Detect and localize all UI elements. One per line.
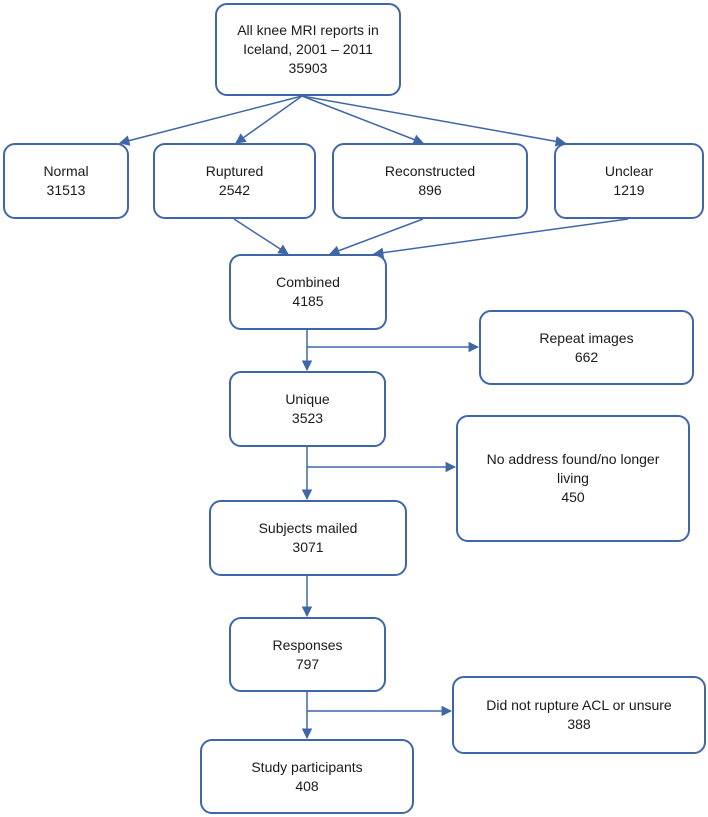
node-unique: Unique 3523: [229, 371, 386, 447]
arrow-reconstructed-to-combined: [329, 218, 424, 256]
arrow-unclear-to-combined: [372, 218, 629, 258]
node-combined-value: 4185: [292, 293, 324, 309]
node-no-address-found: No address found/no longer living 450: [456, 415, 690, 542]
node-normal: Normal 31513: [3, 143, 129, 219]
node-all-knee-mri-reports-value: 35903: [288, 60, 328, 76]
node-normal-label: Normal: [43, 163, 89, 179]
node-unclear: Unclear 1219: [554, 143, 704, 219]
node-reconstructed-value: 896: [418, 182, 442, 198]
node-all-knee-mri-reports-line-2: Iceland, 2001 – 2011: [243, 41, 373, 57]
node-combined: Combined 4185: [229, 254, 387, 330]
node-did-not-rupture-acl-value: 388: [567, 716, 591, 732]
node-subjects-mailed: Subjects mailed 3071: [209, 500, 407, 576]
node-subjects-mailed-value: 3071: [292, 539, 324, 555]
node-no-address-found-line-2: living: [557, 470, 589, 486]
node-repeat-images-label: Repeat images: [539, 329, 634, 346]
node-responses-label: Responses: [272, 636, 343, 653]
node-reconstructed-label: Reconstructed: [384, 163, 476, 179]
node-normal-value: 31513: [46, 182, 86, 198]
node-responses-value: 797: [295, 655, 320, 672]
node-repeat-images: Repeat images 662: [479, 310, 694, 385]
node-unclear-value: 1219: [613, 182, 645, 198]
node-all-knee-mri-reports: All knee MRI reports in Iceland, 2001 – …: [215, 3, 401, 96]
arrow-all-to-reconstructed: [301, 95, 424, 145]
node-unclear-label: Unclear: [604, 163, 654, 179]
node-ruptured-label: Ruptured: [205, 163, 264, 179]
node-subjects-mailed-label: Subjects mailed: [258, 520, 358, 536]
arrow-ruptured-to-combined: [233, 218, 289, 255]
arrow-all-to-ruptured: [235, 95, 303, 144]
node-repeat-images-value: 662: [574, 348, 599, 365]
node-ruptured-value: 2542: [218, 182, 251, 198]
node-responses: Responses 797: [229, 617, 386, 692]
node-no-address-found-value: 450: [561, 489, 585, 505]
node-all-knee-mri-reports-line-1: All knee MRI reports in: [237, 22, 379, 38]
node-study-participants-value: 408: [295, 777, 319, 794]
arrow-all-to-normal: [118, 95, 303, 146]
node-combined-label: Combined: [276, 274, 340, 290]
node-study-participants: Study participants 408: [200, 739, 414, 814]
node-reconstructed: Reconstructed 896: [332, 143, 528, 219]
node-unique-label: Unique: [285, 391, 330, 407]
node-study-participants-label: Study participants: [251, 758, 363, 775]
node-did-not-rupture-acl-label: Did not rupture ACL or unsure: [486, 697, 672, 713]
node-no-address-found-line-1: No address found/no longer: [486, 451, 660, 467]
arrow-all-to-unclear: [301, 95, 567, 147]
node-unique-value: 3523: [291, 410, 324, 426]
node-did-not-rupture-acl: Did not rupture ACL or unsure 388: [452, 676, 706, 754]
node-ruptured: Ruptured 2542: [153, 143, 316, 219]
